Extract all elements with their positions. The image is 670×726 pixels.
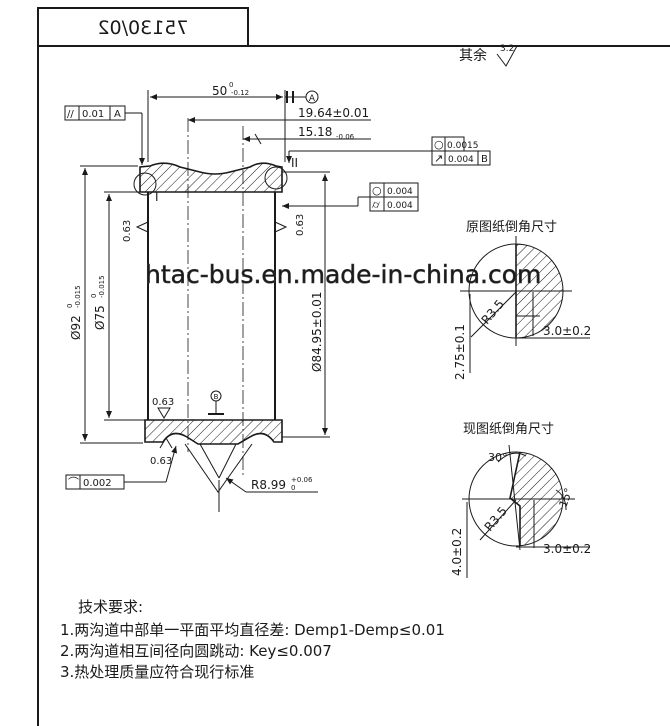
tol-parallel-datum: A <box>114 109 121 120</box>
tol-runout-top-symbol: ↗ <box>434 152 443 165</box>
tol-roundness-top-symbol: ○ <box>434 138 444 151</box>
main-section-view <box>133 118 288 512</box>
detail-current-title: 现图纸倒角尺寸 <box>463 422 554 437</box>
tol-parallel-symbol: // <box>67 109 74 120</box>
dim-groove-15-18-sub: -0.06 <box>336 133 355 141</box>
tol-roundness-mid-symbol: ○ <box>372 184 382 197</box>
dim-dia-84-95 <box>282 171 330 438</box>
roughness-right-value: 0.63 <box>295 214 306 236</box>
detail-original-radius: R3.5 <box>479 297 507 327</box>
dim-dia-92-value: Ø92 <box>69 315 83 340</box>
dim-groove-15-18 <box>243 133 371 145</box>
tol-runout-top-value: 0.004 <box>448 155 474 165</box>
tol-profile-frame <box>65 445 178 490</box>
tol-profile-symbol: ⌒ <box>68 476 79 489</box>
detail-circle-right <box>264 166 288 190</box>
dim-radius-8-99 <box>225 477 318 493</box>
roughness-remainder: 其余 3.2 <box>459 44 518 67</box>
detail-current-angle-side: 15° <box>557 486 576 509</box>
detail-original-vertical: 2.75±0.1 <box>453 324 467 380</box>
datum-b-label: B <box>214 393 219 401</box>
detail-current-angle-top: 30° <box>488 451 508 464</box>
dim-width-50-sup: 0 <box>229 81 233 89</box>
dim-radius-8-99-sup: +0.06 <box>291 476 313 484</box>
roughness-left-value: 0.63 <box>122 220 133 242</box>
dim-width-50-sub: -0.12 <box>231 89 249 97</box>
detail-current-horizontal: 3.0±0.2 <box>543 542 591 556</box>
roughness-remainder-label: 其余 <box>459 47 487 64</box>
tol-cylindricity-mid-value: 0.004 <box>387 201 413 211</box>
notes-title: 技术要求: <box>78 598 144 616</box>
detail-current-view <box>462 444 590 578</box>
notes-item-3: 3.热处理质量应符合现行标准 <box>60 663 255 681</box>
notes-item-2: 2.两沟道相互间径向圆跳动: Key≤0.007 <box>60 642 332 660</box>
tol-cylindricity-mid-symbol: ⌭ <box>372 198 380 211</box>
dim-width-50-value: 50 <box>212 84 227 98</box>
detail-current-radius: R3.5 <box>482 504 510 534</box>
notes-item-1: 1.两沟道中部单一平面平均直径差: Demp1-Demp≤0.01 <box>60 621 445 639</box>
dim-width-50 <box>147 90 319 162</box>
marker-right: II <box>291 156 298 170</box>
section-bottom-wall <box>144 419 283 445</box>
tol-roundness-mid-value: 0.004 <box>387 187 413 197</box>
dim-dia-92-sub: -0.015 <box>74 285 82 308</box>
dim-dia-75-sub: -0.015 <box>98 275 106 298</box>
dim-groove-15-18-value: 15.18 <box>298 125 332 139</box>
dim-dia-75-value: Ø75 <box>93 305 107 330</box>
dim-dia-92-sup: 0 <box>66 304 74 308</box>
watermark: htac-bus.en.made-in-china.com <box>145 260 541 289</box>
roughness-symbols-main <box>135 221 288 449</box>
tol-top-right-frames <box>286 136 491 166</box>
detail-original-view <box>460 236 590 373</box>
detail-original-title: 原图纸倒角尺寸 <box>466 220 557 235</box>
tol-runout-top-datum: B <box>481 154 488 165</box>
sheet-border <box>37 7 670 726</box>
section-top-wall <box>139 162 283 193</box>
tol-roundness-top-value: 0.0015 <box>447 141 479 151</box>
roughness-bottom-inner-value: 0.63 <box>152 397 174 408</box>
roughness-bottom-groove-value: 0.63 <box>150 456 172 467</box>
drawing-number: 75130/02 <box>97 17 188 39</box>
datum-a-label: A <box>309 94 316 104</box>
detail-original-horizontal: 3.0±0.2 <box>543 324 591 338</box>
detail-current-vertical: 4.0±0.2 <box>450 528 464 576</box>
dim-dia-75 <box>104 191 146 421</box>
datum-b-marker <box>208 390 224 415</box>
roughness-remainder-value: 3.2 <box>500 44 514 54</box>
marker-left: I <box>155 190 159 204</box>
tol-parallel-frame <box>64 105 145 165</box>
tol-profile-value: 0.002 <box>83 478 112 489</box>
tol-parallel-value: 0.01 <box>82 109 104 120</box>
dim-radius-8-99-value: R8.99 <box>251 478 286 492</box>
groove-radius-lines <box>184 443 253 512</box>
dim-groove-19-64-value: 19.64±0.01 <box>298 106 369 120</box>
tol-mid-frames <box>282 182 419 212</box>
dim-dia-92 <box>80 165 143 444</box>
dim-dia-75-sup: 0 <box>90 294 98 298</box>
detail-circle-left <box>133 172 157 196</box>
dim-radius-8-99-sub: 0 <box>291 484 295 492</box>
dim-dia-84-95-value: Ø84.95±0.01 <box>310 291 324 372</box>
roughness-remainder-symbol <box>496 45 518 67</box>
